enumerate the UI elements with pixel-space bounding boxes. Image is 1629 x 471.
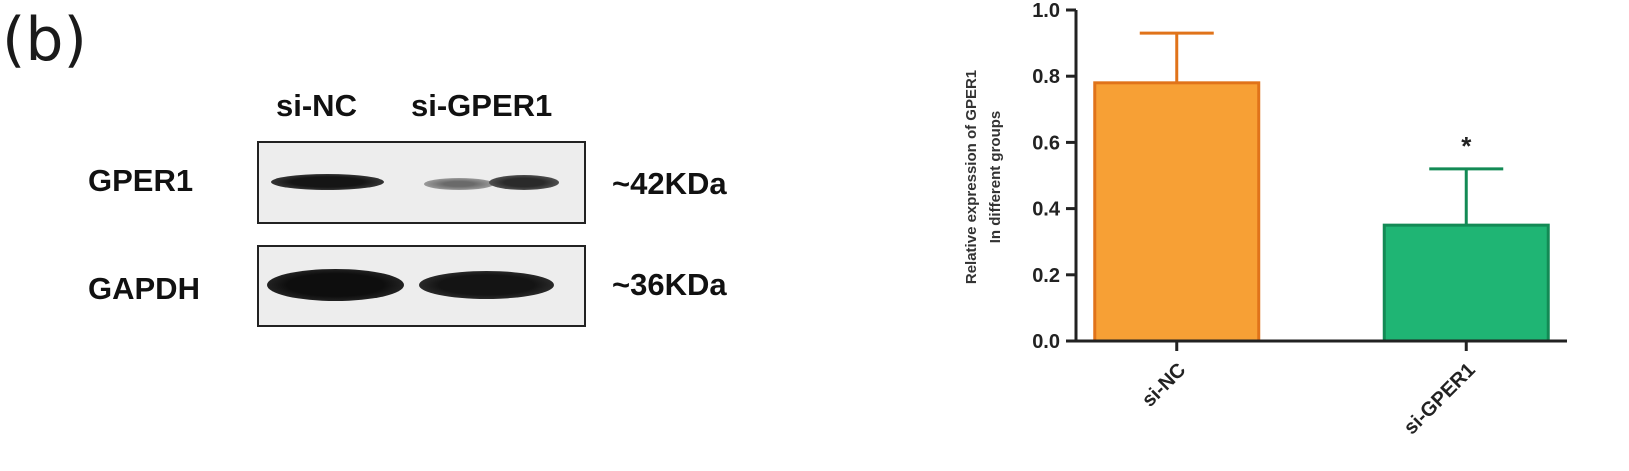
size-label-gper1: ~42KDa	[612, 166, 727, 201]
blot-gapdh	[257, 245, 586, 327]
y-axis: 0.0 0.2 0.4 0.6 0.8 1.0	[1032, 0, 1078, 353]
y-tick-label: 0.0	[1032, 331, 1060, 353]
lane-label-si-gper1: si-GPER1	[411, 88, 553, 123]
bar-si-GPER1	[1382, 223, 1550, 343]
y-tick-label: 0.4	[1032, 199, 1061, 221]
bar-si-NC	[1093, 81, 1261, 343]
bars: *	[1093, 31, 1550, 343]
panel-label: (b)	[2, 5, 87, 75]
y-tick-label: 0.6	[1032, 132, 1060, 154]
significance-marker: *	[1461, 131, 1472, 161]
x-tick-label: si-GPER1	[1400, 359, 1480, 439]
size-label-gapdh: ~36KDa	[612, 267, 727, 302]
band-gapdh-si-gper1	[419, 271, 554, 299]
y-tick-label: 0.8	[1032, 66, 1060, 88]
y-axis-label-line2: In different groups	[987, 111, 1004, 244]
row-label-gper1: GPER1	[88, 163, 194, 198]
band-gper1-si-gper1-b	[489, 175, 559, 190]
band-gper1-si-nc	[271, 174, 384, 190]
band-gapdh-si-nc	[267, 269, 404, 301]
x-tick-label: si-NC	[1138, 359, 1190, 411]
x-axis: si-NC si-GPER1	[1076, 339, 1567, 439]
y-tick-label: 1.0	[1032, 0, 1060, 22]
y-tick-label: 0.2	[1032, 265, 1060, 287]
lane-label-si-nc: si-NC	[276, 88, 357, 123]
blot-gper1	[257, 141, 586, 224]
row-label-gapdh: GAPDH	[88, 271, 200, 306]
band-gper1-si-gper1-a	[424, 178, 494, 190]
y-axis-label: Relative expression of GPER1 In differen…	[963, 70, 1004, 284]
y-axis-label-line1: Relative expression of GPER1	[963, 70, 980, 284]
